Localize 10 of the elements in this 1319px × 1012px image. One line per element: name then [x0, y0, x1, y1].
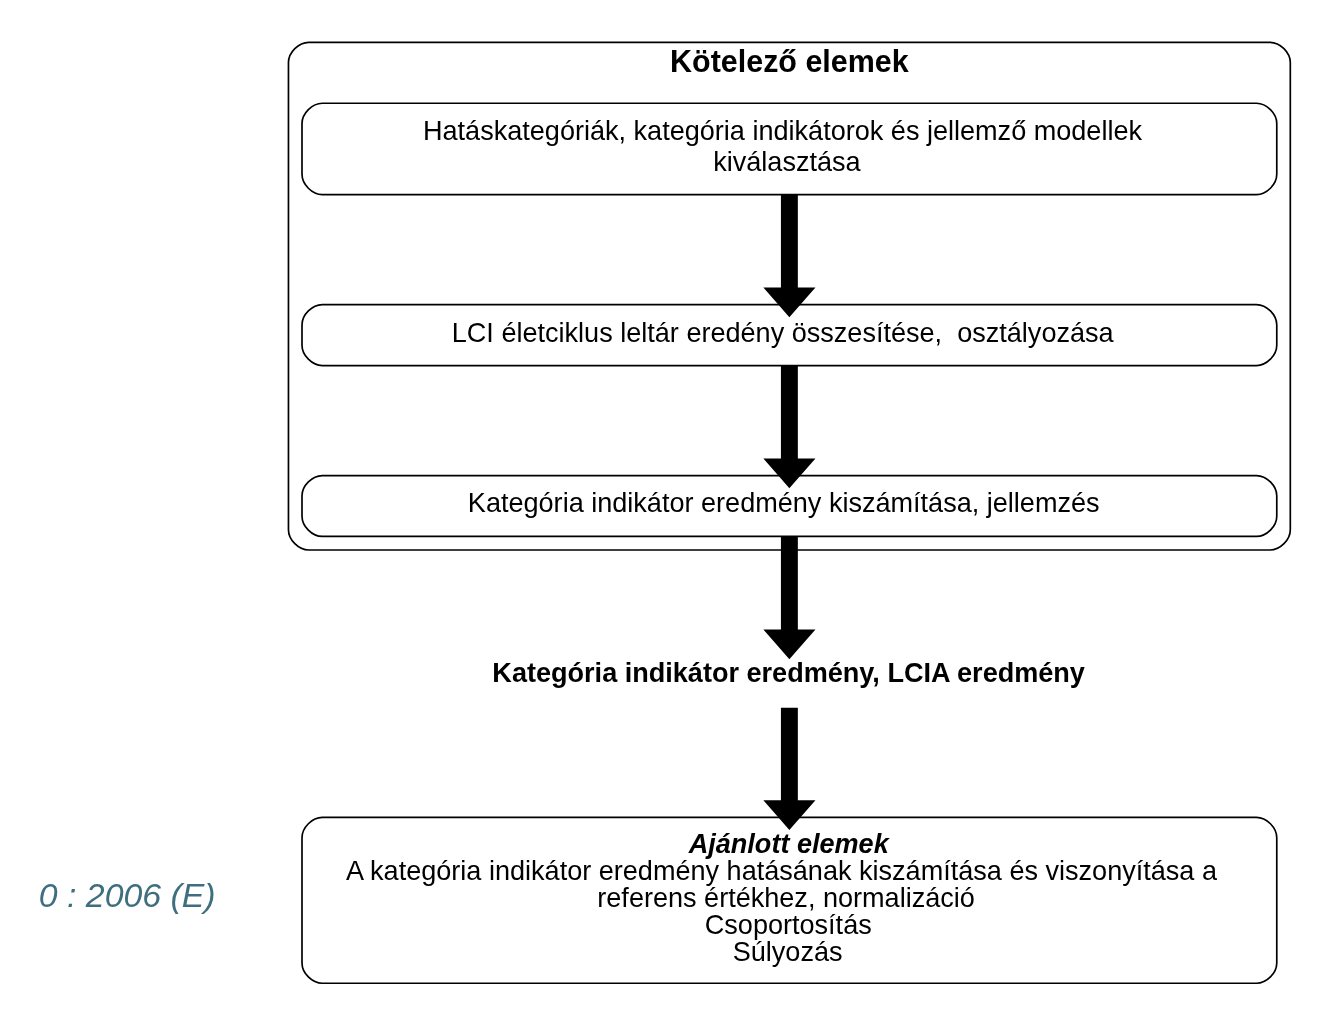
arrow	[763, 536, 816, 660]
node-box: Ajánlott elemek A kategória indikátor eredmény hatásának kiszámítása és viszonyítása a referens értékhez, normalizáció Csoportosítás Súlyozás	[301, 816, 1278, 985]
label: 0 : 2006 (E)	[38, 876, 216, 915]
arrow	[763, 194, 816, 318]
arrow	[763, 365, 816, 489]
node-box: LCI életciklus leltár eredény összesítése, osztályozása	[301, 303, 1278, 367]
node-box: Hatáskategóriák, kategória indikátorok és jellemző modellek kiválasztása	[301, 102, 1278, 196]
node-text: Kategória indikátor eredmény, LCIA eredmény	[492, 656, 1085, 688]
arrow	[763, 707, 816, 830]
node-box: Kategória indikátor eredmény kiszámítása, jellemzés	[301, 474, 1278, 538]
